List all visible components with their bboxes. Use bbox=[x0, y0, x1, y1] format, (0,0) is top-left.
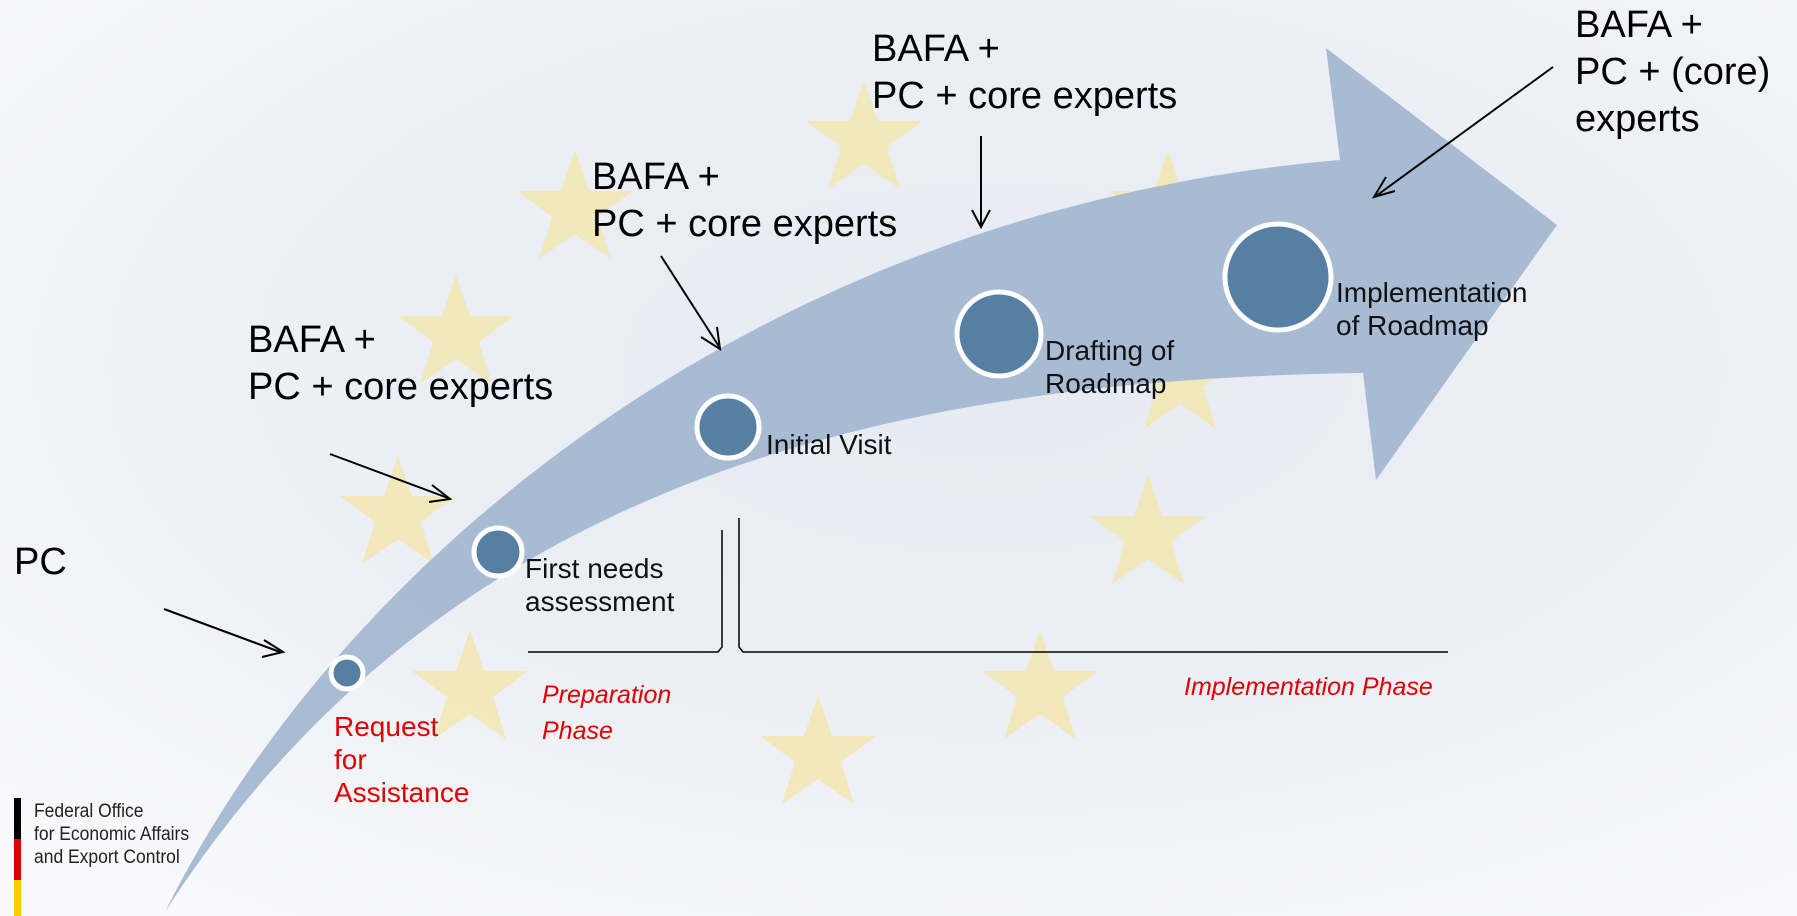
pointer-arrow-impl bbox=[1375, 66, 1554, 197]
bracket-implementation bbox=[738, 518, 1448, 653]
actor-label-visit-line1: BAFA + bbox=[592, 156, 720, 198]
actor-label-draft-line2: PC + core experts bbox=[872, 75, 1178, 117]
pointer-arrow-pc bbox=[163, 608, 281, 653]
arrowhead-icon bbox=[971, 209, 991, 230]
stage-circle-draft bbox=[954, 289, 1044, 379]
actor-label-needs-line2: PC + core experts bbox=[248, 366, 554, 408]
arrowhead-icon bbox=[700, 326, 722, 351]
arrowhead-icon bbox=[1371, 176, 1396, 199]
phase-label-implementation: Implementation Phase bbox=[1184, 673, 1433, 701]
phase-label-preparation-line2: Phase bbox=[542, 717, 613, 745]
flag-stripe-black bbox=[14, 798, 21, 839]
pointer-arrows bbox=[163, 66, 1554, 658]
bracket-preparation bbox=[528, 530, 723, 653]
stage-circle-request bbox=[328, 654, 366, 692]
flag-stripe-red bbox=[14, 839, 21, 880]
stage-markers bbox=[328, 221, 1334, 692]
stage-label-impl-line2: of Roadmap bbox=[1336, 310, 1489, 341]
actor-label-impl-line3: experts bbox=[1575, 98, 1700, 140]
pointer-arrow-needs bbox=[329, 453, 449, 499]
stage-label-draft-line2: Roadmap bbox=[1045, 368, 1167, 399]
flag-stripe-gold bbox=[14, 880, 21, 916]
arrowhead-icon bbox=[261, 639, 286, 658]
agency-logo-text: Federal Office for Economic Affairs and … bbox=[34, 800, 189, 869]
actor-label-visit-line2: PC + core experts bbox=[592, 203, 898, 245]
arrowhead-icon bbox=[428, 484, 453, 503]
stage-circle-needs bbox=[471, 525, 525, 579]
logo-line-2: for Economic Affairs bbox=[34, 824, 190, 845]
actor-label-impl-line2: PC + (core) bbox=[1575, 51, 1771, 93]
actor-label-needs-line1: BAFA + bbox=[248, 319, 376, 361]
stage-label-request-line3: Assistance bbox=[334, 777, 470, 808]
stage-circle-impl bbox=[1222, 221, 1334, 333]
stage-label-draft-line1: Drafting of bbox=[1045, 335, 1175, 366]
logo-line-3: and Export Control bbox=[34, 847, 180, 868]
logo-line-1: Federal Office bbox=[34, 801, 144, 822]
stage-label-visit: Initial Visit bbox=[766, 429, 892, 460]
stage-circle-visit bbox=[694, 393, 762, 461]
process-arrow bbox=[165, 48, 1557, 912]
actor-label-impl-line1: BAFA + bbox=[1575, 4, 1703, 46]
actor-label-pc: PC bbox=[14, 541, 67, 583]
stage-label-request-line1: Request bbox=[334, 711, 439, 742]
stage-label-request-line2: for bbox=[334, 744, 367, 775]
phase-label-preparation-line1: Preparation bbox=[542, 681, 672, 709]
stage-label-needs-line1: First needs bbox=[525, 553, 664, 584]
pointer-arrow-visit bbox=[660, 255, 721, 349]
phase-brackets bbox=[528, 518, 1448, 653]
actor-label-draft-line1: BAFA + bbox=[872, 28, 1000, 70]
stage-label-needs-line2: assessment bbox=[525, 586, 675, 617]
stage-label-impl-line1: Implementation bbox=[1336, 277, 1528, 308]
